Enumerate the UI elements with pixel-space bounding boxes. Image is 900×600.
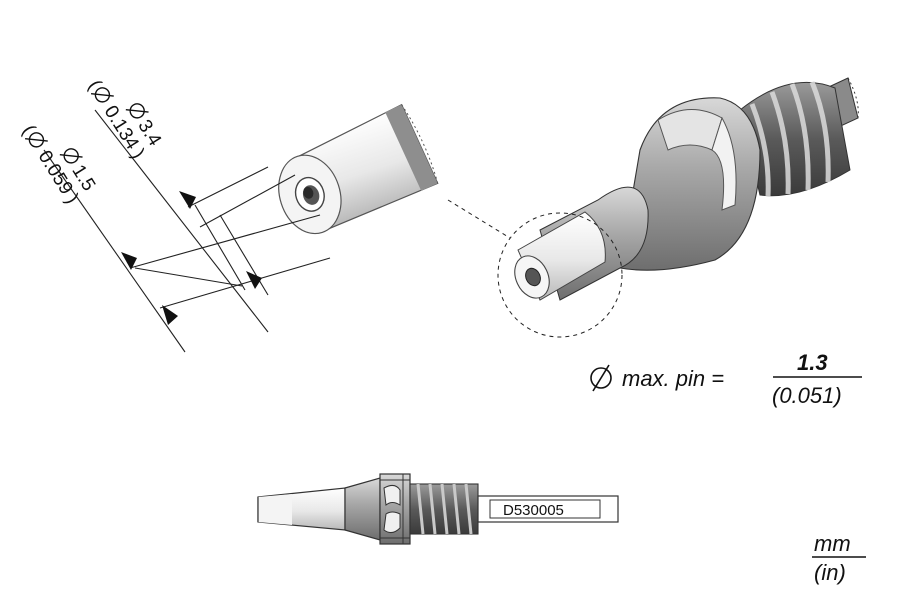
- unit-legend: mm (in): [812, 531, 866, 585]
- svg-text:(0.051): (0.051): [772, 383, 842, 408]
- nozzle-side-view: D530005: [257, 473, 619, 545]
- diameter-icon: [59, 148, 83, 164]
- inner-diameter-label: ( 0.059 ) 1.5: [18, 122, 99, 208]
- svg-text:(in): (in): [814, 560, 846, 585]
- svg-text:(: (: [18, 122, 40, 139]
- svg-text:1.3: 1.3: [797, 350, 828, 375]
- outer-diameter-label: ( 0.134 ) 3.4: [84, 77, 166, 163]
- svg-text:mm: mm: [814, 531, 851, 556]
- nozzle-3d-view: [514, 77, 859, 301]
- part-number: D530005: [503, 502, 564, 519]
- enlarged-tip: [278, 103, 439, 235]
- dimension-lines: [43, 109, 331, 353]
- svg-text:(: (: [84, 77, 106, 94]
- diameter-icon: [25, 132, 48, 148]
- dimension-arrows: [121, 191, 262, 325]
- diameter-icon: [91, 87, 114, 103]
- svg-text:max. pin =: max. pin =: [622, 366, 724, 391]
- diameter-icon: [590, 364, 612, 392]
- detail-connector: [447, 199, 511, 239]
- diameter-icon: [125, 103, 149, 119]
- max-pin-spec: max. pin = 1.3 (0.051): [590, 350, 862, 408]
- detail-circle: [497, 212, 623, 338]
